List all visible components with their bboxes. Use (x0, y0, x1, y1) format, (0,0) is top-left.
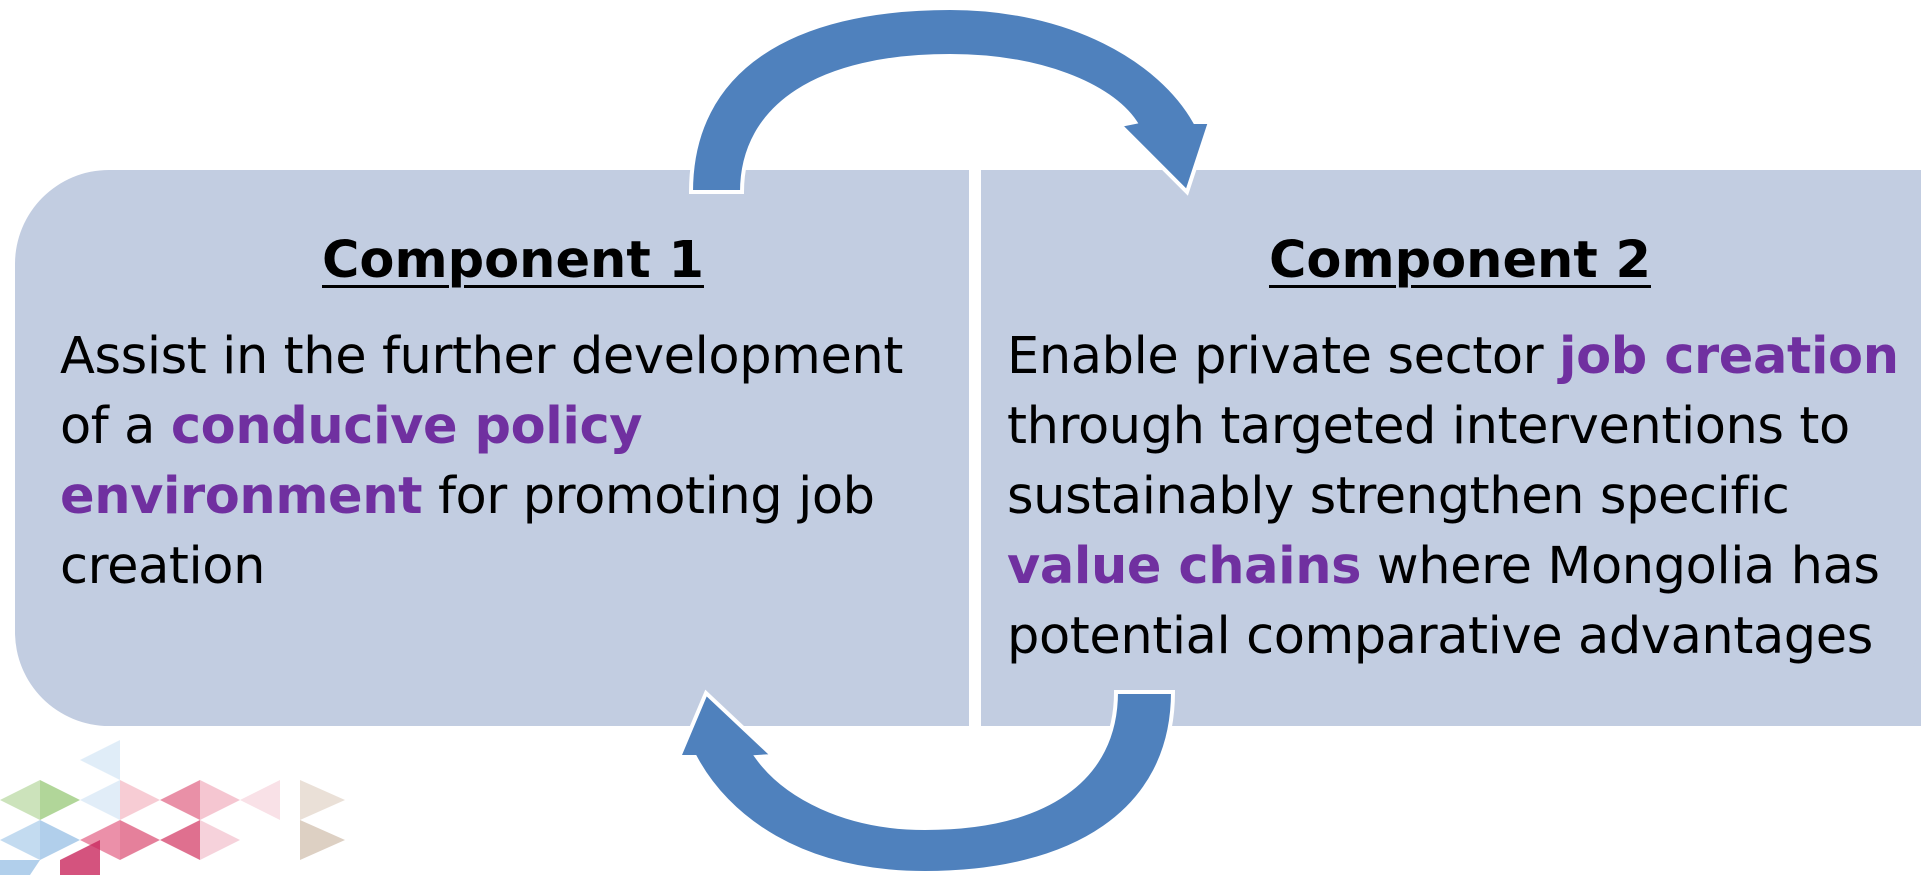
component-1-line-3: environment for promoting job (60, 462, 960, 532)
component-2-panel-cap (1800, 170, 1921, 726)
component-1-highlight-policy: conducive policy (170, 397, 643, 456)
component-2-line-5: potential comparative advantages (1007, 607, 1873, 666)
component-2-line-1: Enable private sector job creation (1007, 322, 1917, 392)
curved-arrow-clockwise-icon (688, 5, 1213, 196)
component-1-highlight-environment: environment (60, 467, 423, 526)
component-1-panel (15, 170, 969, 726)
component-2-line-4-text: where Mongolia has (1361, 537, 1880, 596)
component-1-heading: Component 1 (322, 231, 704, 290)
component-2-line-2: through targeted interventions to (1007, 397, 1850, 456)
component-1-line-1: Assist in the further development (60, 327, 903, 386)
component-2-line-1-text: Enable private sector (1007, 327, 1560, 386)
triangle-mosaic-decoration (0, 740, 345, 875)
component-2-heading: Component 2 (1269, 231, 1651, 290)
component-1-line-4: creation (60, 537, 266, 596)
panel-divider (969, 170, 981, 726)
component-2-description: Enable private sector job creation throu… (1007, 322, 1917, 672)
component-2-highlight-job-creation: job creation (1559, 327, 1899, 386)
component-1-line-2-text: of a (60, 397, 171, 456)
component-1-line-2: of a conducive policy (60, 392, 960, 462)
component-2-panel (981, 170, 1921, 726)
component-1-line-3-text: for promoting job (422, 467, 875, 526)
component-1-description: Assist in the further development of a c… (60, 322, 960, 602)
curved-arrow-counterclockwise-icon (675, 689, 1176, 875)
component-2-highlight-value-chains: value chains (1007, 537, 1362, 596)
component-2-line-4: value chains where Mongolia has (1007, 532, 1917, 602)
component-2-line-3: sustainably strengthen specific (1007, 467, 1790, 526)
